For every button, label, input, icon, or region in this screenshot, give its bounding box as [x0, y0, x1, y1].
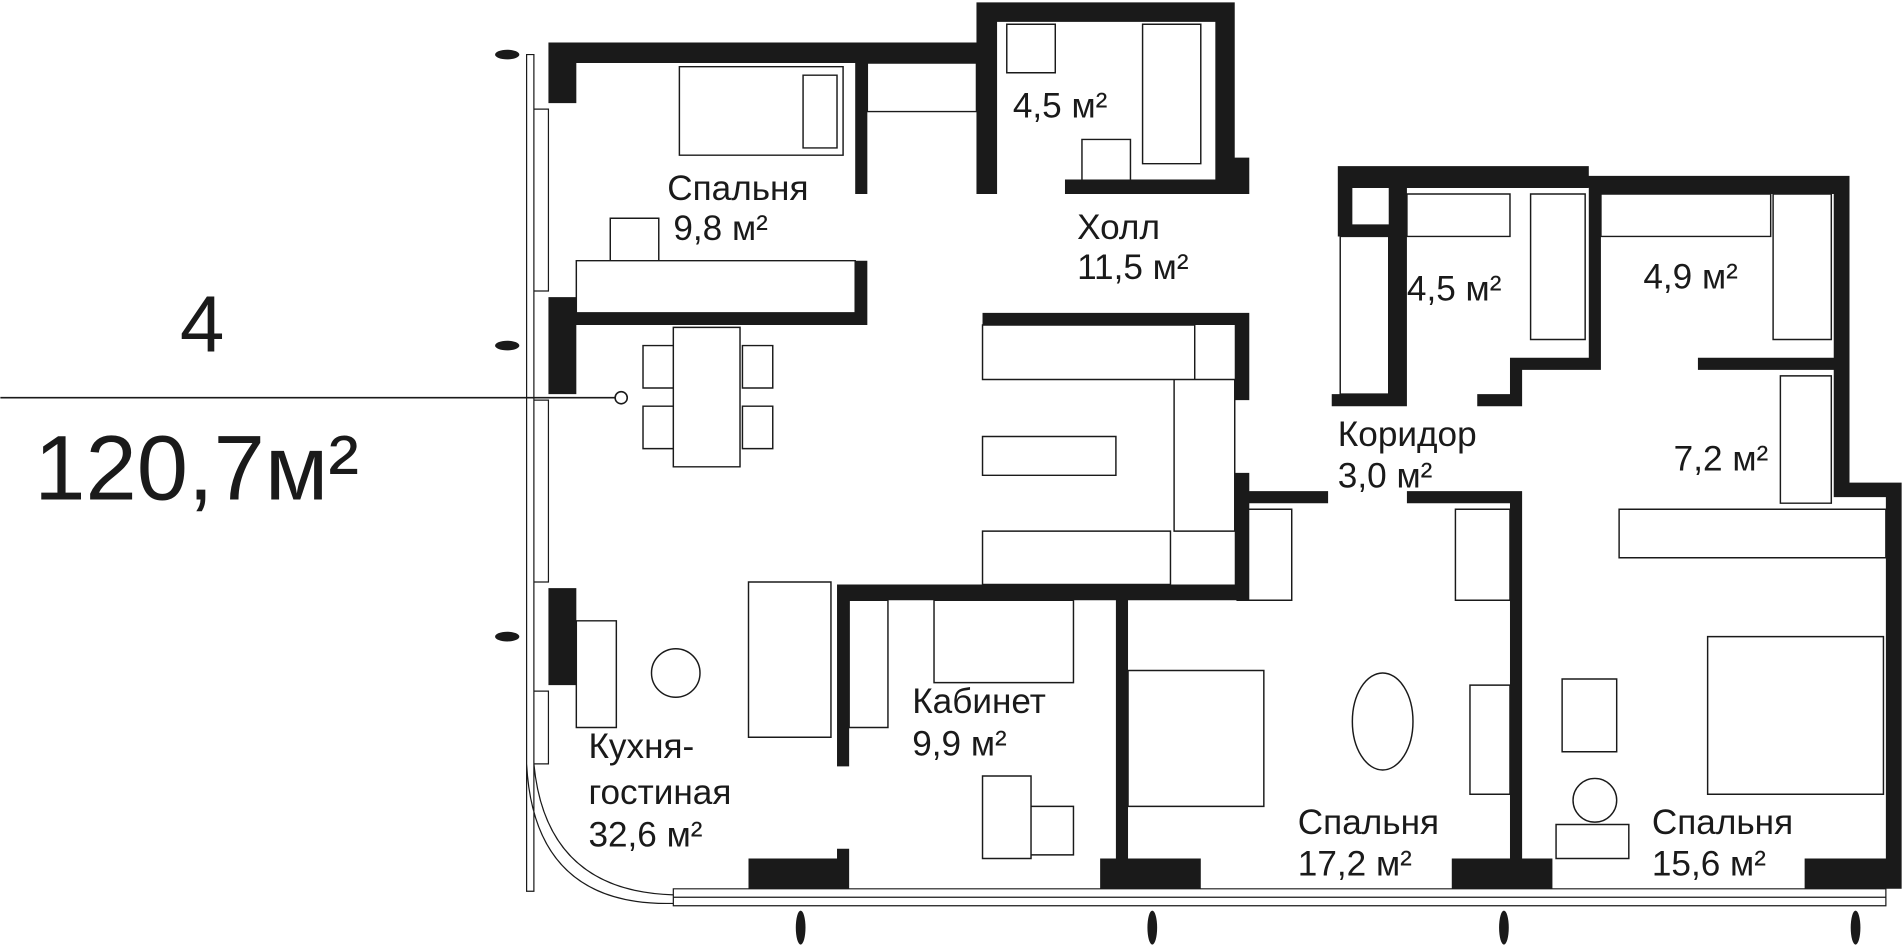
room-dressing-area: 7,2 м²	[1674, 439, 1769, 478]
room-bedroom-2-area: 17,2 м²	[1298, 844, 1412, 883]
room-bedroom-1-name: Спальня	[667, 169, 808, 208]
furniture	[575, 23, 1887, 860]
room-bedroom-1-area: 9,8 м²	[673, 209, 768, 248]
room-bedroom-3-area: 15,6 м²	[1652, 844, 1766, 883]
room-bedroom-3-name: Спальня	[1652, 803, 1793, 842]
rooms-count: 4	[180, 280, 225, 369]
room-bath-2-area: 4,5 м²	[1407, 270, 1502, 309]
walls	[548, 2, 1902, 889]
room-corridor-area: 3,0 м²	[1338, 456, 1433, 495]
room-bedroom-2-name: Спальня	[1298, 803, 1439, 842]
room-bath-1-area: 4,5 м²	[1013, 87, 1108, 126]
pointer-dot	[614, 390, 629, 405]
room-corridor-name: Коридор	[1338, 415, 1477, 454]
room-bath-3-area: 4,9 м²	[1643, 258, 1738, 297]
room-office-area: 9,9 м²	[912, 724, 1007, 763]
room-kitchen-name2: гостиная	[588, 773, 731, 812]
room-hall-area: 11,5 м²	[1077, 248, 1189, 287]
room-kitchen-name: Кухня-	[588, 727, 694, 766]
room-hall-name: Холл	[1077, 208, 1160, 247]
room-office-name: Кабинет	[912, 682, 1046, 721]
windows	[526, 53, 1887, 907]
total-area: 120,7м²	[34, 417, 359, 520]
room-kitchen-area: 32,6 м²	[588, 815, 702, 854]
